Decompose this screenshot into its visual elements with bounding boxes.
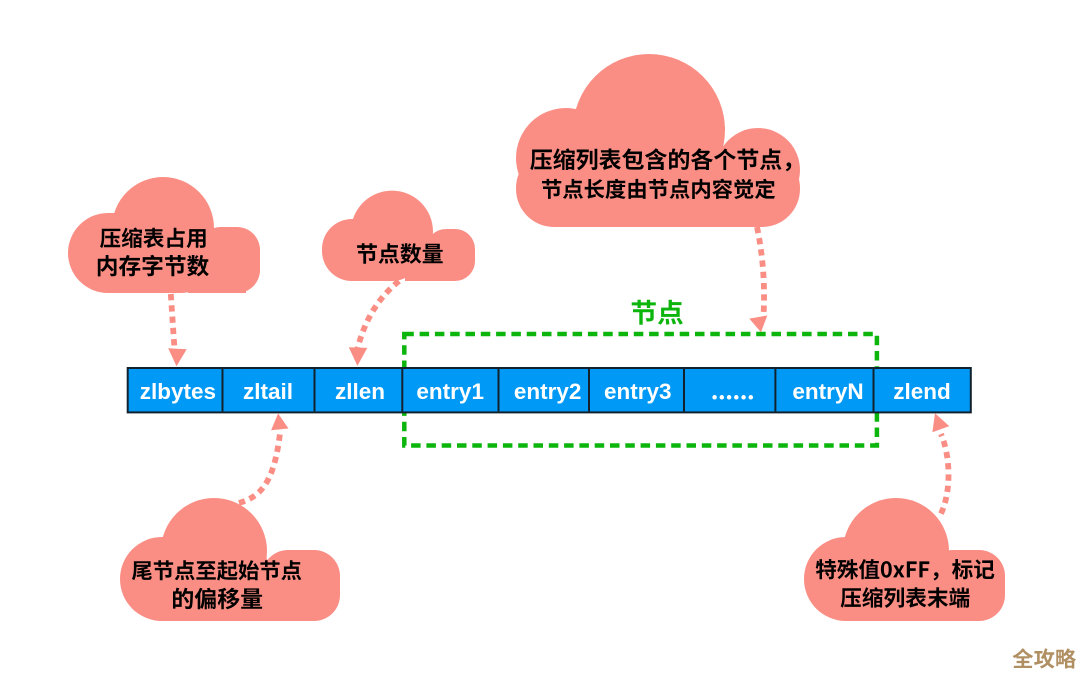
svg-text:entry2: entry2 — [514, 379, 582, 404]
svg-text:entry3: entry3 — [604, 379, 672, 404]
svg-text:zllen: zllen — [335, 379, 385, 404]
svg-text:zlend: zlend — [893, 379, 951, 404]
svg-text:zlbytes: zlbytes — [140, 379, 216, 404]
svg-text:zltail: zltail — [243, 379, 293, 404]
svg-text:entryN: entryN — [792, 379, 863, 404]
svg-text:entry1: entry1 — [416, 379, 484, 404]
